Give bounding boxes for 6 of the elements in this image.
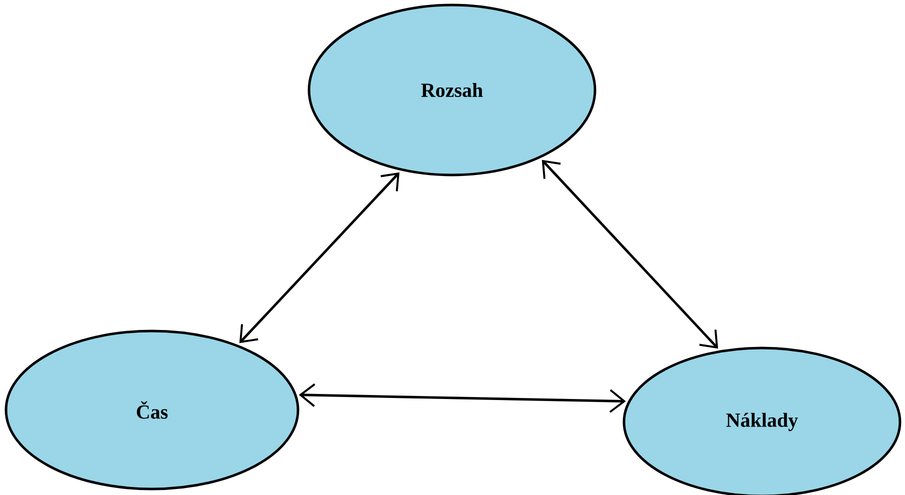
double-arrow xyxy=(542,160,718,349)
ellipse-node: Čas xyxy=(4,330,300,490)
ellipse-node: Rozsah xyxy=(308,4,596,176)
double-arrow xyxy=(298,383,626,413)
double-arrow xyxy=(239,172,400,344)
ellipse-node: Náklady xyxy=(622,346,902,495)
